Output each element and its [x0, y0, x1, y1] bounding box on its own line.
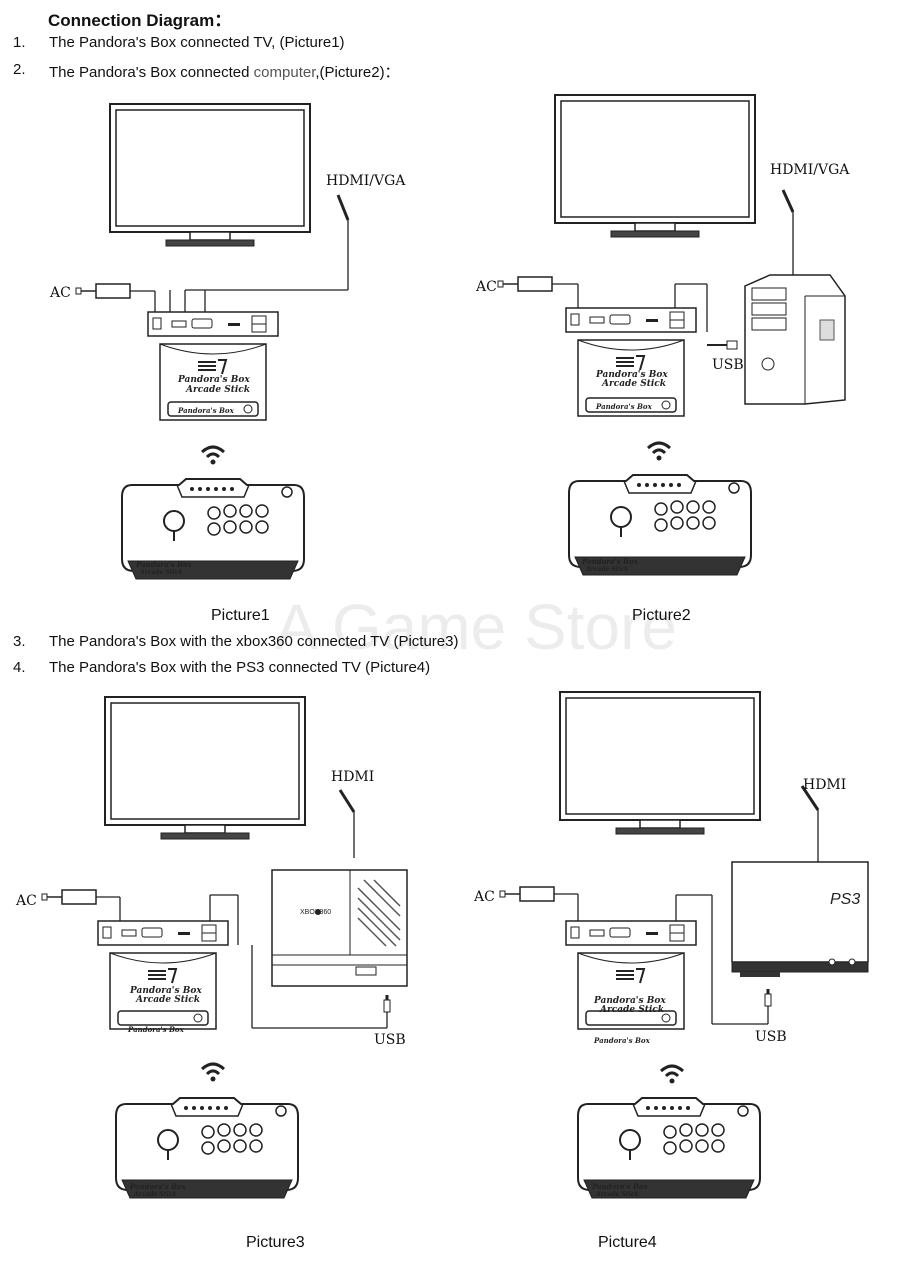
- picture1-diagram: AC HDMI/VGA Pandora's Box Arcade Stick P…: [49, 103, 406, 580]
- page-heading: Connection Diagram：: [48, 11, 232, 30]
- list-number: 4.: [13, 659, 26, 676]
- list-number: 1.: [13, 34, 26, 51]
- list-text: The Pandora's Box with the PS3 connected…: [49, 659, 431, 676]
- xbox360-label: XBOX360: [300, 909, 331, 916]
- stick-label-line2: Arcade Stick: [139, 569, 183, 576]
- box-label-line1: Pandora's Box: [595, 370, 668, 380]
- watermark: A Game Store: [275, 591, 677, 663]
- ac-label: AC: [475, 279, 497, 295]
- caption-picture1: Picture1: [211, 607, 270, 624]
- stick-label-line2: Arcade Stick: [133, 1191, 177, 1198]
- xbox360-console: [271, 869, 408, 987]
- box-label-line1: Pandora's Box: [177, 375, 250, 385]
- list-number: 2.: [13, 61, 26, 78]
- picture4-diagram: AC HDMI USB PS3 Pandora's Box Arcade Sti…: [473, 691, 869, 1199]
- usb-label: USB: [755, 1029, 787, 1045]
- hdmi-vga-label: HDMI/VGA: [326, 173, 406, 189]
- list-item-3: 3. The Pandora's Box with the xbox360 co…: [0, 633, 900, 653]
- usb-label: USB: [712, 357, 744, 373]
- box-label-line1: Pandora's Box: [593, 996, 666, 1006]
- box-label-line2: Arcade Stick: [185, 385, 250, 395]
- stick-label-line1: Pandora's Box: [135, 560, 193, 569]
- usb-label: USB: [374, 1032, 406, 1048]
- hdmi-vga-label: HDMI/VGA: [770, 162, 850, 178]
- hdmi-label: HDMI: [803, 777, 846, 793]
- ac-label: AC: [15, 893, 37, 909]
- box-label-line1: Pandora's Box: [129, 986, 202, 996]
- box-plate-label: Pandora's Box: [177, 406, 235, 415]
- computer-tower: [744, 274, 846, 405]
- caption-picture2: Picture2: [632, 607, 691, 624]
- stick-label-line1: Pandora's Box: [581, 557, 639, 566]
- box-label-line2: Arcade Stick: [135, 995, 200, 1005]
- box-label-line2: Arcade Stick: [599, 1005, 664, 1015]
- computer-word: computer: [253, 64, 316, 81]
- stick-label-line1: Pandora's Box: [591, 1182, 649, 1191]
- caption-picture4: Picture4: [598, 1234, 657, 1251]
- ps3-label: PS3: [830, 891, 860, 908]
- list-text: The Pandora's Box connected TV, (Picture…: [49, 34, 345, 51]
- picture3-diagram: AC HDMI USB XBOX360 Pandora's Box Arcade…: [15, 696, 408, 1199]
- hdmi-label: HDMI: [331, 769, 374, 785]
- list-text: The Pandora's Box connected computer,(Pi…: [49, 64, 400, 81]
- list-text: The Pandora's Box with the xbox360 conne…: [49, 633, 459, 650]
- picture2-diagram: AC HDMI/VGA USB Pandora's Box Arcade Sti…: [475, 94, 850, 576]
- ac-label: AC: [473, 889, 495, 905]
- stick-label-line1: Pandora's Box: [129, 1182, 187, 1191]
- box-label-line2: Arcade Stick: [601, 379, 666, 389]
- ps3-console: [731, 861, 869, 977]
- list-item-4: 4. The Pandora's Box with the PS3 connec…: [0, 659, 900, 679]
- list-item-2: 2. The Pandora's Box connected computer,…: [0, 61, 900, 81]
- box-plate-label: Pandora's Box: [595, 402, 653, 411]
- list-item-1: 1. The Pandora's Box connected TV, (Pict…: [0, 34, 900, 54]
- box-plate-label: Pandora's Box: [593, 1036, 651, 1045]
- ac-label: AC: [49, 285, 71, 301]
- list-number: 3.: [13, 633, 26, 650]
- stick-label-line2: Arcade Stick: [585, 566, 629, 573]
- box-plate-label: Pandora's Box: [127, 1025, 185, 1034]
- caption-picture3: Picture3: [246, 1234, 305, 1251]
- stick-label-line2: Arcade Stick: [595, 1191, 639, 1198]
